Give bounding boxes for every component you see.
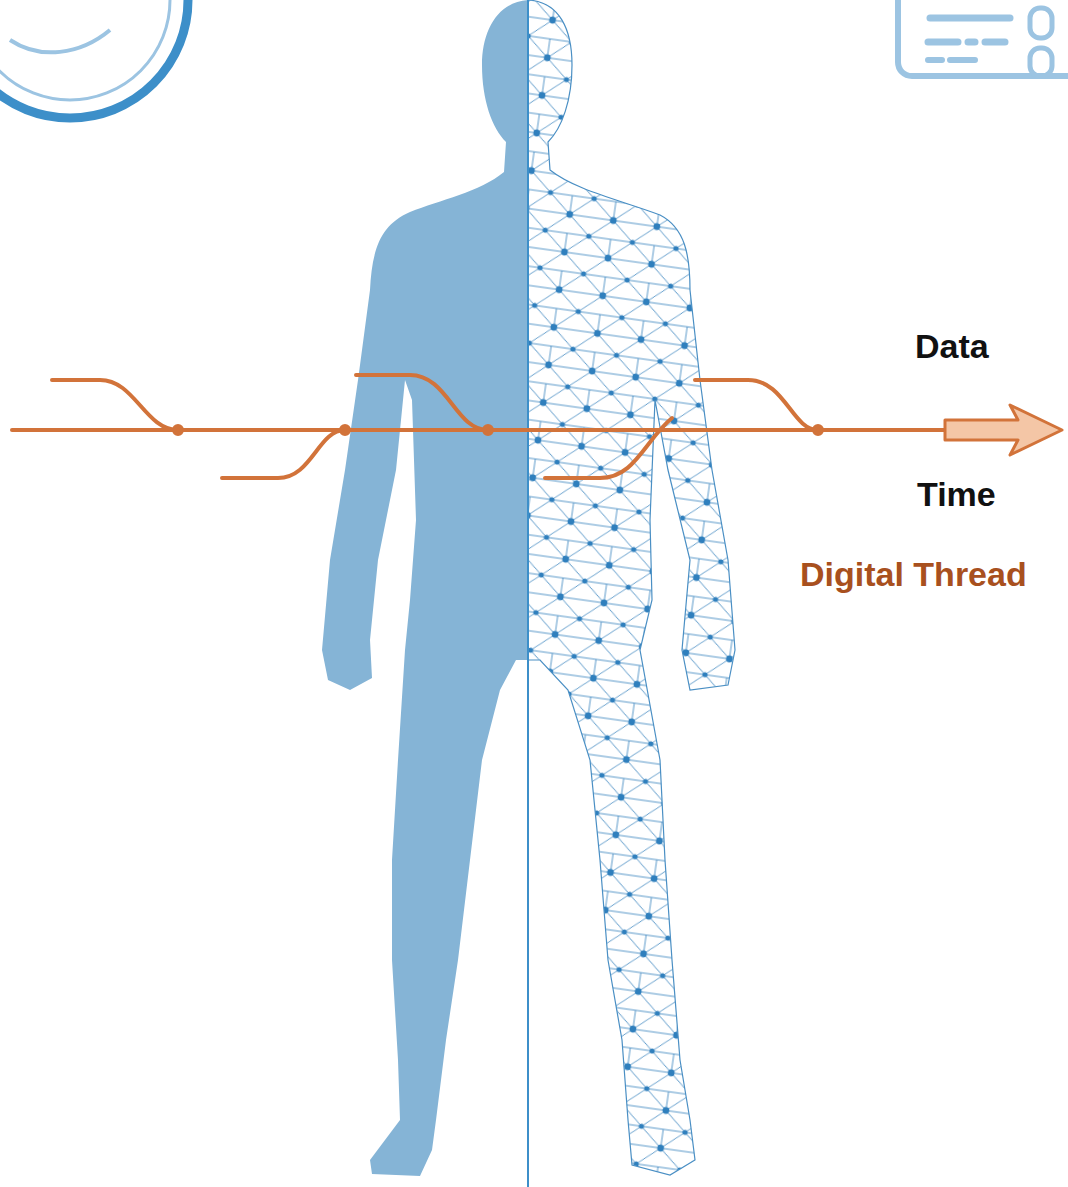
cell-icon-inner (0, 0, 170, 100)
digital-thread (12, 375, 1062, 478)
axis-label: Time (917, 476, 996, 513)
axis-label: Data (915, 328, 989, 365)
body-silhouette (322, 0, 528, 1176)
data-icon (898, 0, 1068, 76)
body-mesh (528, 0, 748, 1187)
divider-line (527, 0, 529, 1187)
cell-icon (0, 0, 188, 118)
thread-title: Digital Thread (800, 556, 1027, 593)
